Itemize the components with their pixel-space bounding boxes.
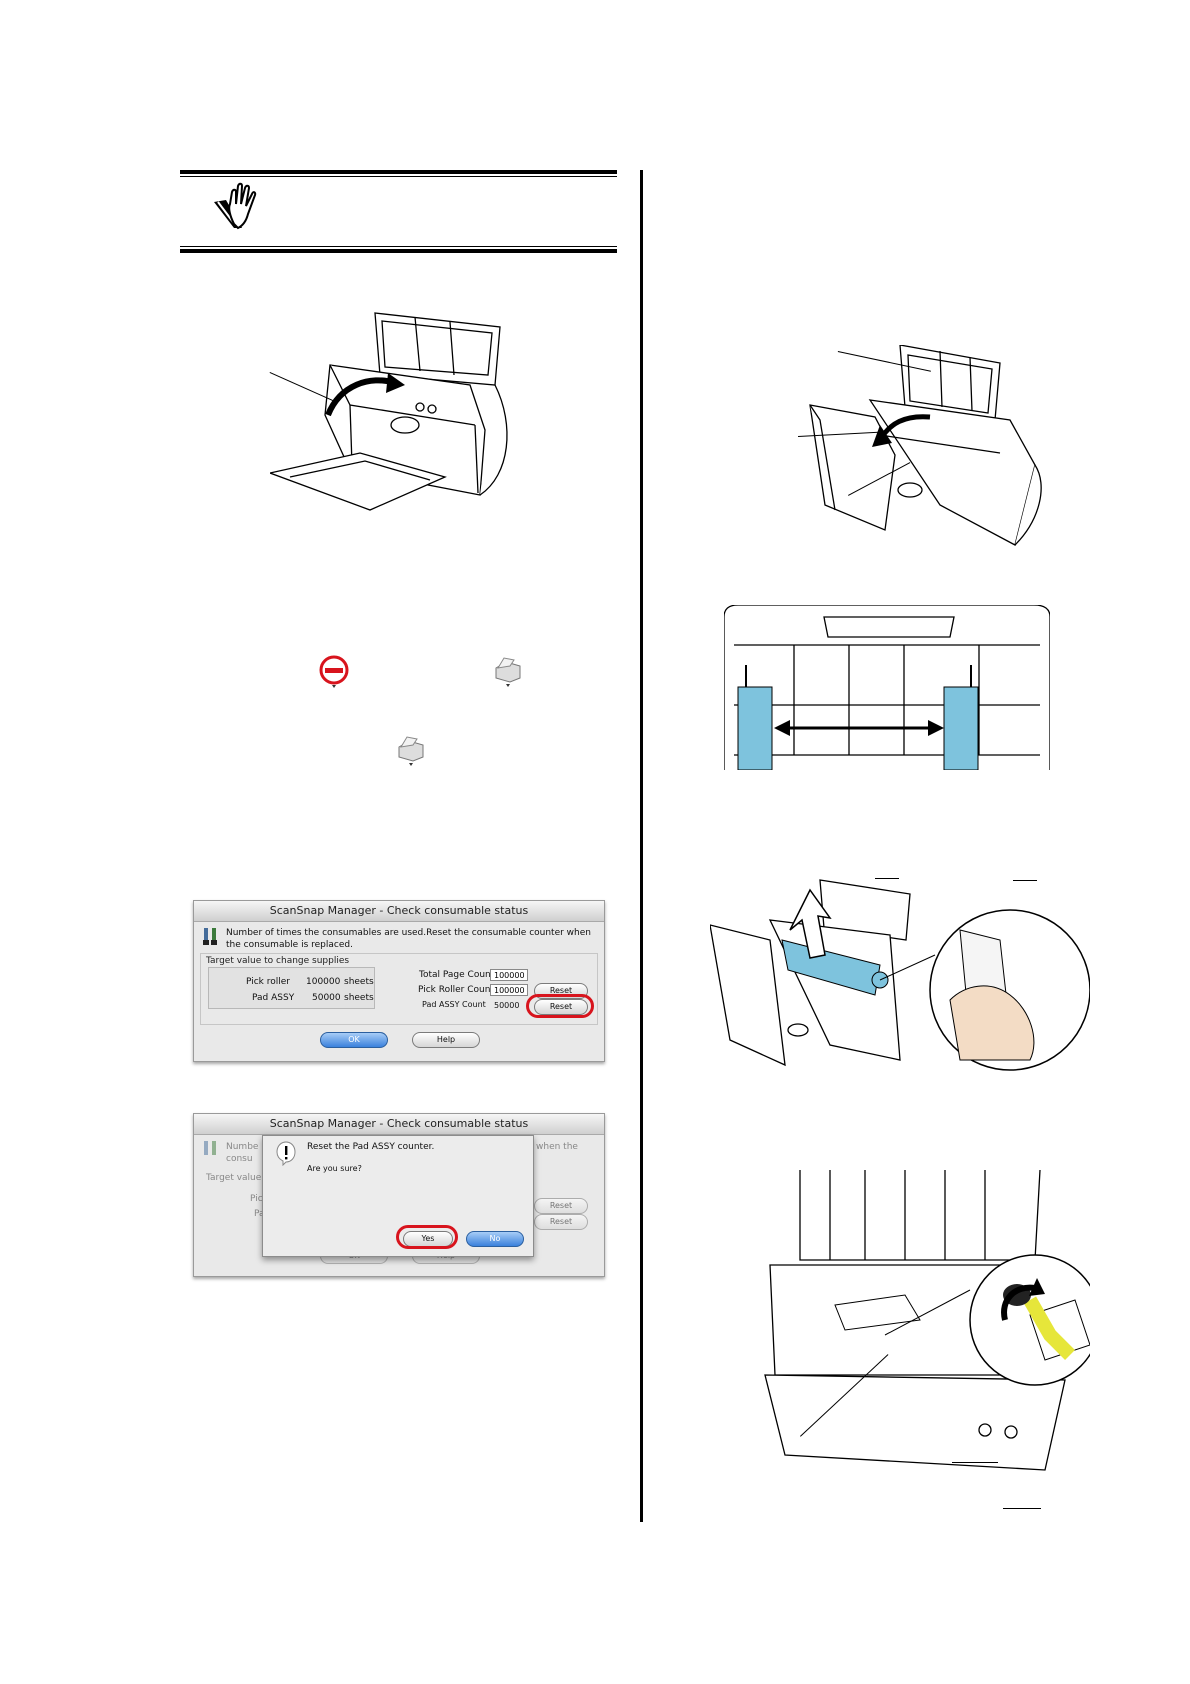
pad-assy-unit: sheets [344,993,374,1003]
ok-button[interactable]: OK [320,1032,388,1048]
consumable-tools-icon [203,928,217,945]
scanner-open-cover-illustration [809,345,1042,546]
pad-assy-label: Pad ASSY [252,993,295,1003]
note-bottom-rule [180,249,617,253]
target-group [200,953,598,1025]
scansnap-icon-2 [398,736,424,766]
bg-pick-label: Pic [250,1194,263,1204]
column-divider [640,170,643,1522]
bg-group-label: Target value [206,1173,262,1183]
scanner-cover-open-illustration [270,312,508,511]
highlight-ring-reset [526,994,594,1018]
pick-roller-label: Pick roller [246,977,290,987]
confirm-alert: Reset the Pad ASSY counter. Are you sure… [262,1135,534,1257]
target-values-box [208,967,375,1009]
callout-line-6 [1013,880,1037,881]
alert-question: Are you sure? [307,1164,362,1173]
pick-roller-illustration [764,1170,1090,1471]
scansnap-stop-icon [319,655,349,688]
pick-roller-value: 100000 [306,977,341,987]
dialog-title: ScanSnap Manager - Check consumable stat… [194,901,604,922]
note-top-rule-thin [180,176,617,177]
note-bottom-rule-thin [180,246,617,247]
total-page-count-label: Total Page Count [419,970,495,980]
callout-line-8 [952,1462,998,1463]
dialog-message: Number of times the consumables are used… [226,928,591,950]
bg-reset-button-1: Reset [534,1198,588,1214]
attention-hand-icon [214,182,257,230]
callout-line-5 [875,878,899,879]
bg-message-line2: consu [226,1154,253,1164]
alert-icon [276,1141,296,1166]
callout-line-9 [1003,1508,1041,1509]
pad-assy-count-value: 50000 [494,1001,520,1010]
bg-pad-label: Pa [254,1209,265,1219]
no-button[interactable]: No [466,1231,524,1247]
pad-removal-illustration [710,879,1090,1071]
bg-message-end: when the [536,1142,578,1152]
check-consumable-dialog-confirm: ScanSnap Manager - Check consumable stat… [193,1113,605,1277]
highlight-ring-yes [396,1225,458,1249]
bg-message-start: Numbe [226,1142,259,1152]
pick-roller-unit: sheets [344,977,374,987]
dialog2-title: ScanSnap Manager - Check consumable stat… [194,1114,604,1135]
pad-assy-count-label: Pad ASSY Count [422,1000,486,1009]
pick-roller-count-field[interactable]: 100000 [490,984,528,996]
group-label: Target value to change supplies [206,956,350,966]
note-top-rule [180,170,617,174]
pick-roller-count-label: Pick Roller Count [418,985,494,995]
bg-reset-button-2: Reset [534,1214,588,1230]
total-page-count-field[interactable]: 100000 [490,969,528,981]
paper-guides-illustration [724,605,1050,770]
consumable-tools-icon-dim [204,1141,216,1155]
alert-title: Reset the Pad ASSY counter. [307,1142,435,1152]
help-button[interactable]: Help [412,1032,480,1048]
pad-assy-value: 50000 [312,993,341,1003]
check-consumable-dialog: ScanSnap Manager - Check consumable stat… [193,900,605,1062]
scansnap-icon [495,657,521,687]
